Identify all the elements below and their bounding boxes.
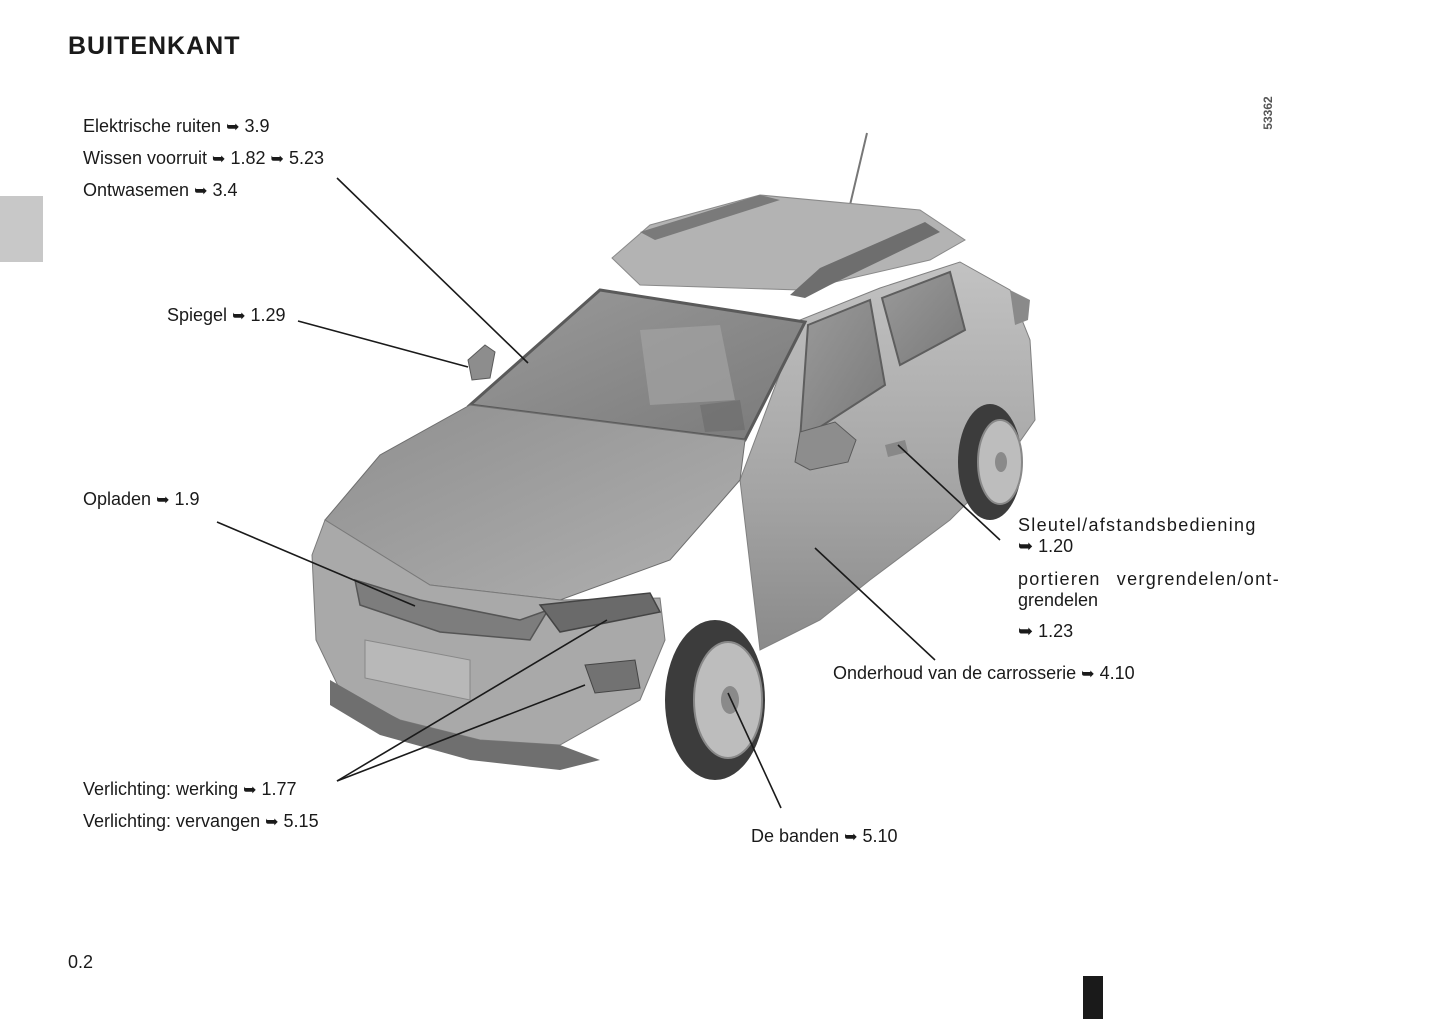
callout-wissen-voorruit: Wissen voorruit ➥ 1.82 ➥ 5.23 [83,148,324,168]
callout-spiegel: Spiegel ➥ 1.29 [167,305,286,325]
page-number: 0.2 [68,952,94,972]
callout-sleutel: Sleutel/afstandsbediening ➥ 1.20 [1018,515,1257,557]
leader-line-carrosserie [814,547,936,661]
callout-portieren: portieren vergrendelen/ont- grendelen ➥ … [1018,569,1280,642]
callout-portieren-ref: ➥ 1.23 [1018,621,1074,641]
leader-lines [216,177,1001,809]
page-edge-marker [1083,976,1103,1019]
leader-line-opladen [216,521,416,607]
callout-de-banden: De banden ➥ 5.10 [751,826,898,846]
page-title: BUITENKANT [68,32,241,60]
callout-ontwasemen: Ontwasemen ➥ 3.4 [83,180,238,200]
section-tab [0,196,43,262]
callout-verlichting-vervangen: Verlichting: vervangen ➥ 5.15 [83,811,319,831]
callout-opladen: Opladen ➥ 1.9 [83,489,200,509]
leader-line-verlichting-1 [336,619,608,782]
leader-line-verlichting-2 [336,684,586,782]
callout-sleutel-ref: ➥ 1.20 [1018,536,1074,556]
leader-line-voorruit [336,177,529,364]
callout-portieren-line2: grendelen [1018,590,1099,610]
leader-line-spiegel [297,320,469,368]
callout-sleutel-text: Sleutel/afstandsbediening [1018,515,1257,535]
car-body [311,132,1036,780]
callout-verlichting-werking: Verlichting: werking ➥ 1.77 [83,779,297,799]
leader-line-banden [727,692,782,809]
leader-line-sleutel [897,444,1001,541]
callout-elektrische-ruiten: Elektrische ruiten ➥ 3.9 [83,116,270,136]
callout-onderhoud-carrosserie: Onderhoud van de carrosserie ➥ 4.10 [833,663,1135,683]
callout-portieren-line1: portieren vergrendelen/ont- [1018,569,1280,589]
